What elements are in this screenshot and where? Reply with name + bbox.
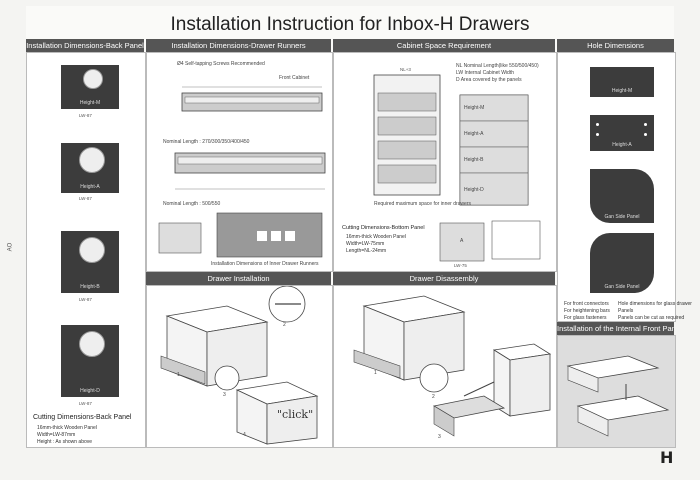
cut-panel-label: A bbox=[460, 238, 464, 244]
header-runners: Installation Dimensions-Drawer Runners bbox=[146, 39, 331, 52]
cabinet-legend: LW Internal Cabinet Width bbox=[456, 70, 514, 76]
hole bbox=[644, 123, 647, 126]
plate-cutout bbox=[79, 237, 105, 263]
hole-plate-side-2: Gan Side Panel bbox=[590, 233, 654, 293]
cutting-back-item: Width=LW-87mm bbox=[37, 432, 76, 438]
holes-legend-dot: For front connectors bbox=[564, 301, 609, 307]
holes-legend-dot: For heightening bars bbox=[564, 308, 610, 314]
hole-plate-label: Gan Side Panel bbox=[604, 284, 640, 290]
header-internal-front: Installation of the Internal Front Panel bbox=[557, 322, 674, 335]
front-cabinet-label: Front Cabinet bbox=[279, 75, 310, 81]
cabinet-legend: D Area covered by the panels bbox=[456, 77, 522, 83]
cutting-bottom-item: 16mm-thick Wooden Panel bbox=[346, 234, 406, 240]
header-holes: Hole Dimensions bbox=[557, 39, 674, 52]
holes-legend-dot: For glass fasteners bbox=[564, 315, 607, 321]
step-number: 3 bbox=[438, 434, 441, 440]
plate-dim: LW-87 bbox=[79, 297, 92, 302]
hole-plate-label: Height-M bbox=[611, 88, 633, 94]
page-code: AO bbox=[7, 242, 14, 252]
page-title: Installation Instruction for Inbox-H Dra… bbox=[170, 14, 530, 35]
hole bbox=[596, 123, 599, 126]
instruction-sheet: Installation Instruction for Inbox-H Dra… bbox=[26, 6, 692, 448]
disassembly-drawing bbox=[353, 295, 552, 437]
hole bbox=[644, 133, 647, 136]
header-back-panel: Installation Dimensions-Back Panel bbox=[26, 39, 144, 52]
holes-legend-text: Hole dimensions for glass drawer bbox=[618, 301, 692, 307]
height-label: Height-B bbox=[464, 157, 484, 163]
series-letter: H bbox=[660, 448, 674, 467]
installation-drawing bbox=[160, 286, 319, 445]
plate-dim: LW-87 bbox=[79, 113, 92, 118]
installation-panel: 1 2 3 4 "click" bbox=[146, 285, 333, 448]
plate-dim: LW-87 bbox=[79, 196, 92, 201]
cabinet-drawing bbox=[373, 74, 541, 262]
cabinet-panel: NL+3 NL Nominal Length(like 550/500/450)… bbox=[333, 52, 557, 272]
plate-label: Height-D bbox=[80, 388, 100, 394]
plate-label: Height-M bbox=[79, 100, 101, 106]
hole-plate-label: Height-A bbox=[612, 142, 632, 148]
cutting-bottom-item: Width=LW-75mm bbox=[346, 241, 385, 247]
step-number: 1 bbox=[177, 372, 180, 378]
plate-cutout bbox=[79, 147, 105, 173]
required-space-note: Required maximum space for inner drawers bbox=[374, 201, 471, 207]
step-number: 1 bbox=[374, 370, 377, 376]
step-number: 4 bbox=[243, 432, 246, 438]
step-number: 3 bbox=[223, 392, 226, 398]
plate-d: Height-D bbox=[61, 325, 119, 397]
plate-dim: LW-87 bbox=[79, 401, 92, 406]
header-cabinet: Cabinet Space Requirement bbox=[333, 39, 555, 52]
header-drawer-installation: Drawer Installation bbox=[146, 272, 331, 285]
runners-panel: Ø4 Self-tapping Screws Recommended Front… bbox=[146, 52, 333, 272]
cabinet-top-dim: NL+3 bbox=[400, 67, 411, 72]
back-panel-column: Height-M LW-87 Height-A LW-87 Height-B L… bbox=[26, 52, 146, 448]
header-drawer-disassembly: Drawer Disassembly bbox=[333, 272, 555, 285]
plate-a: Height-A bbox=[61, 143, 119, 193]
nominal-length-1: Nominal Length : 270/300/350/400/450 bbox=[163, 139, 250, 145]
step-number: 2 bbox=[283, 322, 286, 328]
cutting-bottom-item: Length=NL-24mm bbox=[346, 248, 387, 254]
height-label: Height-D bbox=[464, 187, 484, 193]
click-label: "click" bbox=[277, 408, 314, 421]
cabinet-legend: NL Nominal Length(like 550/500/450) bbox=[456, 63, 539, 69]
inner-runners-note: Installation Dimensions of Inner Drawer … bbox=[211, 261, 319, 267]
plate-cutout bbox=[83, 69, 103, 89]
holes-legend-text: Panels can be cut as required bbox=[618, 315, 685, 321]
cutting-back-item: 16mm-thick Wooden Panel bbox=[37, 425, 97, 431]
hole bbox=[596, 133, 599, 136]
holes-legend-text: Panels bbox=[618, 308, 634, 314]
internal-front-panel bbox=[557, 335, 676, 448]
hole-plate-a: Height-A bbox=[590, 115, 654, 151]
plate-m: Height-M bbox=[61, 65, 119, 109]
plate-b: Height-B bbox=[61, 231, 119, 293]
height-label: Height-M bbox=[464, 105, 485, 111]
screw-note: Ø4 Self-tapping Screws Recommended bbox=[177, 61, 265, 67]
internal-front-drawing bbox=[566, 355, 670, 437]
plate-cutout bbox=[79, 331, 105, 357]
disassembly-panel: 1 2 3 bbox=[333, 285, 557, 448]
hole-plate-m: Height-M bbox=[590, 67, 654, 97]
nominal-length-2: Nominal Length : 500/550 bbox=[163, 201, 221, 207]
runner-drawing bbox=[158, 86, 326, 258]
height-label: Height-A bbox=[464, 131, 484, 137]
plate-label: Height-B bbox=[80, 284, 100, 290]
cutting-back-title: Cutting Dimensions-Back Panel bbox=[33, 414, 132, 421]
hole-plate-label: Gan Side Panel bbox=[604, 214, 640, 220]
holes-panel: Height-M Height-A Gan Side Panel Gan Sid… bbox=[557, 52, 692, 322]
cutting-bottom-title: Cutting Dimensions-Bottom Panel bbox=[342, 225, 425, 231]
hole-plate-side-1: Gan Side Panel bbox=[590, 169, 654, 223]
cutting-back-item: Height : As shown above bbox=[37, 439, 93, 445]
step-number: 2 bbox=[432, 394, 435, 400]
plate-label: Height-A bbox=[80, 184, 100, 190]
cut-panel-dim: LW-75 bbox=[454, 263, 467, 268]
